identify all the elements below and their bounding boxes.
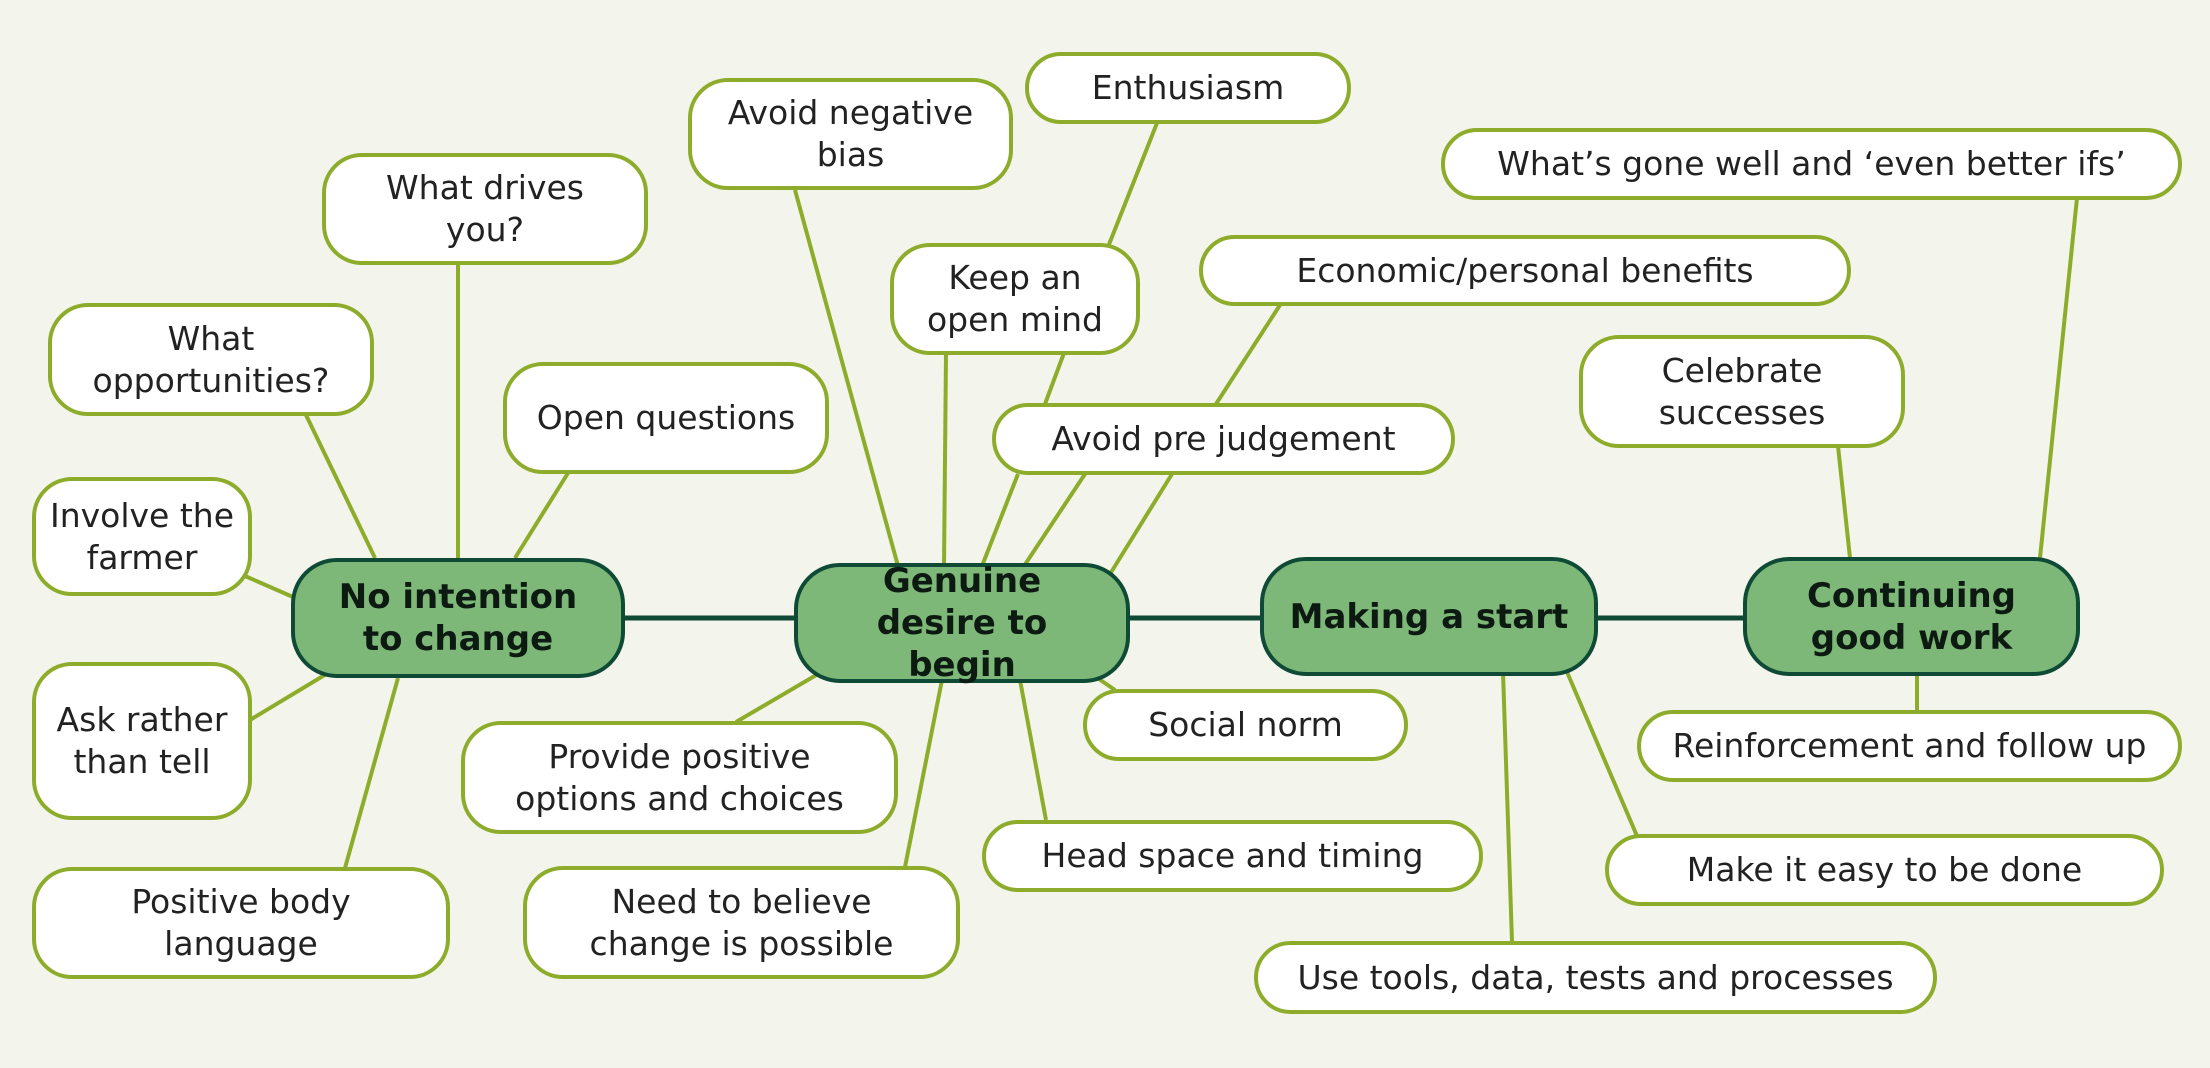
link-need-believe [903,679,944,868]
node-making-start: Making a start [1260,557,1598,676]
node-involve-farmer: Involve the farmer [32,477,252,596]
link-use-tools [1501,671,1514,943]
node-whats-gone: What’s gone well and ‘even better ifs’ [1441,128,2182,200]
node-reinforcement: Reinforcement and follow up [1637,710,2182,782]
node-enthusiasm: Enthusiasm [1025,52,1351,124]
node-provide-positive: Provide positive options and choices [461,721,898,834]
link-involve-farmer [244,574,294,599]
link-ask-rather [248,671,330,722]
link-positive-body [343,677,400,869]
link-head-space [1018,679,1048,821]
node-need-believe: Need to believe change is possible [523,866,960,979]
node-economic: Economic/personal benefits [1199,235,1851,306]
node-social-norm: Social norm [1083,689,1408,761]
node-avoid-pre: Avoid pre judgement [992,403,1455,475]
node-what-drives: What drives you? [322,153,648,265]
link-open-questions [513,471,570,560]
node-what-opportunities: What opportunities? [48,303,374,416]
link-whats-gone [2038,197,2079,559]
node-open-questions: Open questions [503,362,829,474]
link-avoid-pre-b [1022,472,1087,568]
link-economic [1214,303,1282,406]
link-avoid-negative [793,189,900,567]
node-genuine-desire: Genuine desire to begin [794,561,1130,685]
link-avoid-pre-a [980,473,1020,567]
node-avoid-negative: Avoid negative bias [688,78,1013,190]
node-head-space: Head space and timing [982,820,1483,892]
link-keep-open-2 [1043,352,1066,405]
node-ask-rather: Ask rather than tell [32,662,252,820]
node-celebrate: Celebrate successes [1579,335,1905,448]
node-positive-body: Positive body language [32,867,450,979]
link-celebrate [1836,445,1852,559]
link-keep-open [942,352,948,567]
link-avoid-pre-c [1108,472,1174,576]
node-keep-open: Keep an open mind [890,243,1140,355]
node-no-intention: No intention to change [291,558,625,678]
link-provide-positive [734,672,820,724]
link-enthusiasm [1106,122,1159,248]
node-make-easy: Make it easy to be done [1605,834,2164,906]
link-what-opportunities [304,414,377,559]
node-continuing: Continuing good work [1743,557,2080,676]
node-use-tools: Use tools, data, tests and processes [1254,941,1937,1014]
link-make-easy [1565,671,1639,837]
